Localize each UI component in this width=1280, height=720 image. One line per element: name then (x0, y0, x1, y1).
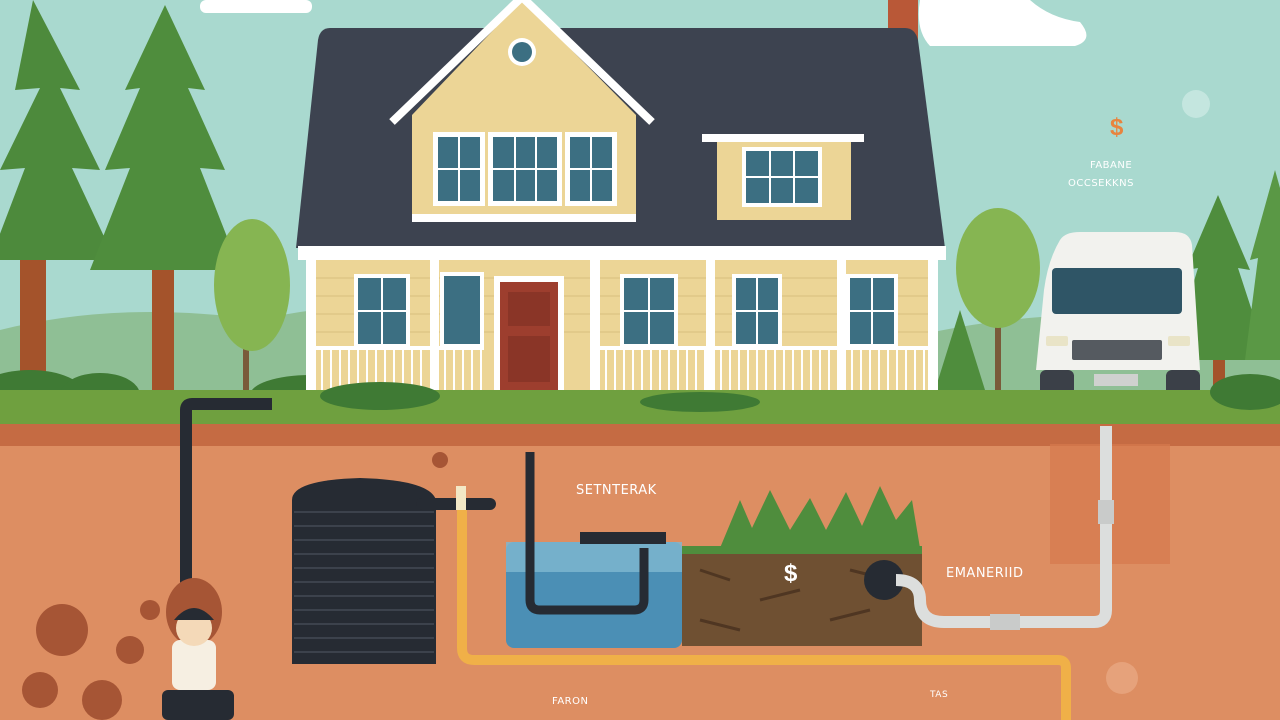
soil-dollar-icon: $ (784, 560, 798, 587)
house-drain-pipe (180, 398, 272, 620)
drainfield-label: EMANERIID (946, 566, 1024, 581)
porch-roof (298, 246, 946, 260)
sky-label-line1: FABANE (1090, 160, 1133, 171)
pine-tree-far-right (1245, 170, 1280, 360)
outlet-pipe (457, 510, 1071, 720)
shrubs (320, 374, 1280, 412)
tank-ribs (294, 511, 434, 653)
water-chamber (506, 452, 682, 648)
drainfield-soil (682, 486, 922, 646)
septic-tank (292, 478, 496, 664)
ground-windows (354, 272, 898, 348)
bottom-right-label: TAS (930, 690, 949, 700)
front-door (494, 276, 564, 392)
pine-tree-left-2 (90, 5, 240, 400)
worker-character (162, 578, 234, 720)
cloud (200, 0, 1087, 46)
sun-icon (1182, 90, 1210, 118)
porch-columns (306, 260, 938, 402)
round-tree-left (214, 219, 290, 390)
sky-label-line2: OCCSEKKNS (1068, 178, 1134, 189)
rocks (22, 452, 448, 720)
pine-tree-small (935, 310, 985, 390)
dollar-icon: $ (1110, 114, 1124, 141)
front-gable (389, 0, 655, 222)
dormer-right (702, 134, 864, 220)
soil-bubble (1106, 662, 1138, 694)
topsoil-band (0, 424, 1280, 446)
drainfield-pipe (864, 426, 1114, 630)
round-tree-right (956, 208, 1040, 410)
bottom-left-label: FARON (552, 696, 589, 707)
tank-label: SETNTERAK (576, 483, 657, 498)
pine-tree-left (0, 0, 115, 390)
